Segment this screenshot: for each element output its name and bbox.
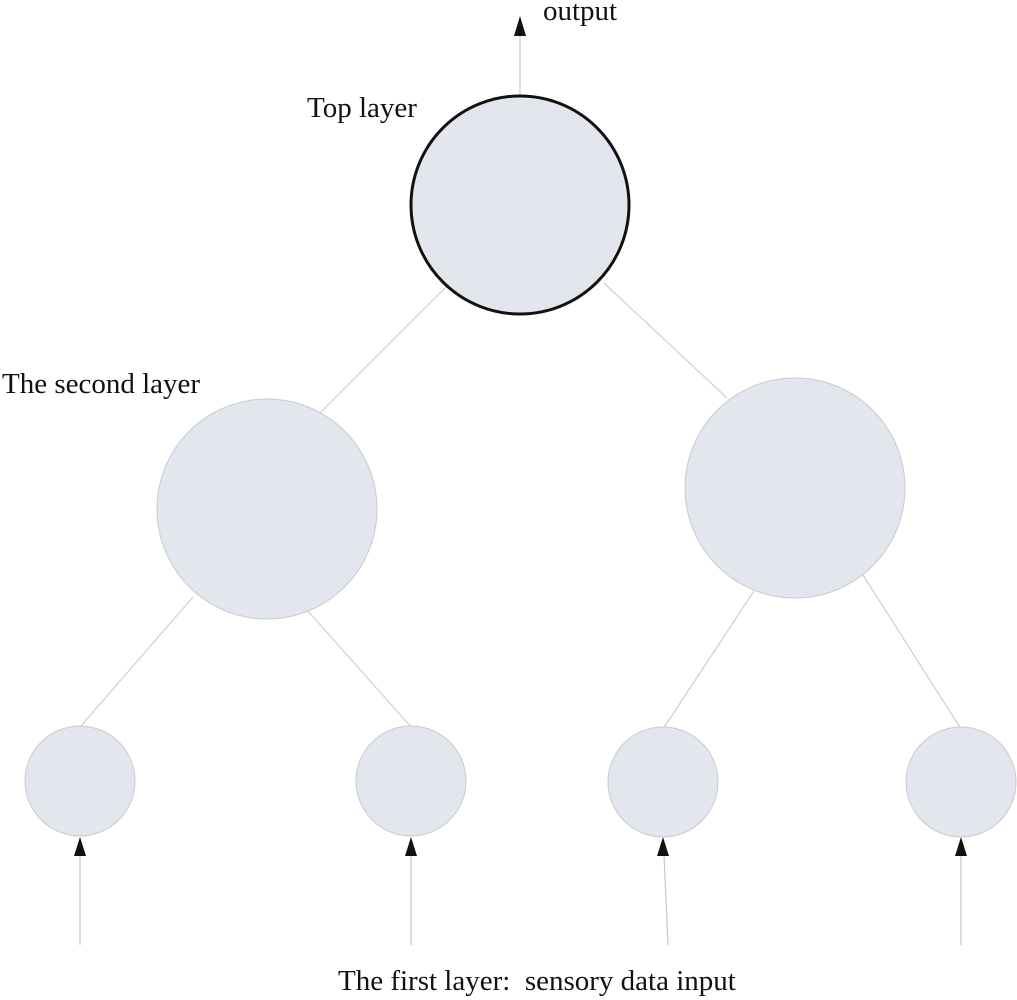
- edge-top-to-second-left: [319, 286, 447, 414]
- first-layer-node-4: [905, 726, 1017, 838]
- second-layer-node-left: [156, 398, 378, 620]
- input-arrowhead-1: [74, 837, 86, 856]
- top-layer-node: [409, 94, 631, 316]
- input-arrowhead-3: [657, 837, 669, 856]
- input-arrow-line-3: [663, 855, 669, 946]
- first-layer-node-1: [24, 725, 136, 837]
- edge-top-to-second-right: [603, 282, 728, 399]
- edge-second-left-to-first-1: [79, 596, 194, 728]
- top-layer-label: Top layer: [307, 92, 417, 124]
- input-arrowhead-2: [405, 837, 417, 856]
- first-layer-label: The first layer: sensory data input: [338, 965, 736, 997]
- second-layer-label: The second layer: [2, 368, 200, 400]
- input-arrowhead-4: [955, 837, 967, 856]
- first-layer-node-2: [355, 725, 467, 837]
- output-label: output: [543, 0, 617, 27]
- first-layer-node-3: [607, 726, 719, 838]
- edge-second-right-to-first-3: [662, 590, 755, 730]
- second-layer-node-right: [684, 377, 906, 599]
- edge-second-left-to-first-2: [306, 609, 412, 728]
- output-arrowhead: [514, 16, 526, 36]
- edge-second-right-to-first-4: [862, 574, 962, 730]
